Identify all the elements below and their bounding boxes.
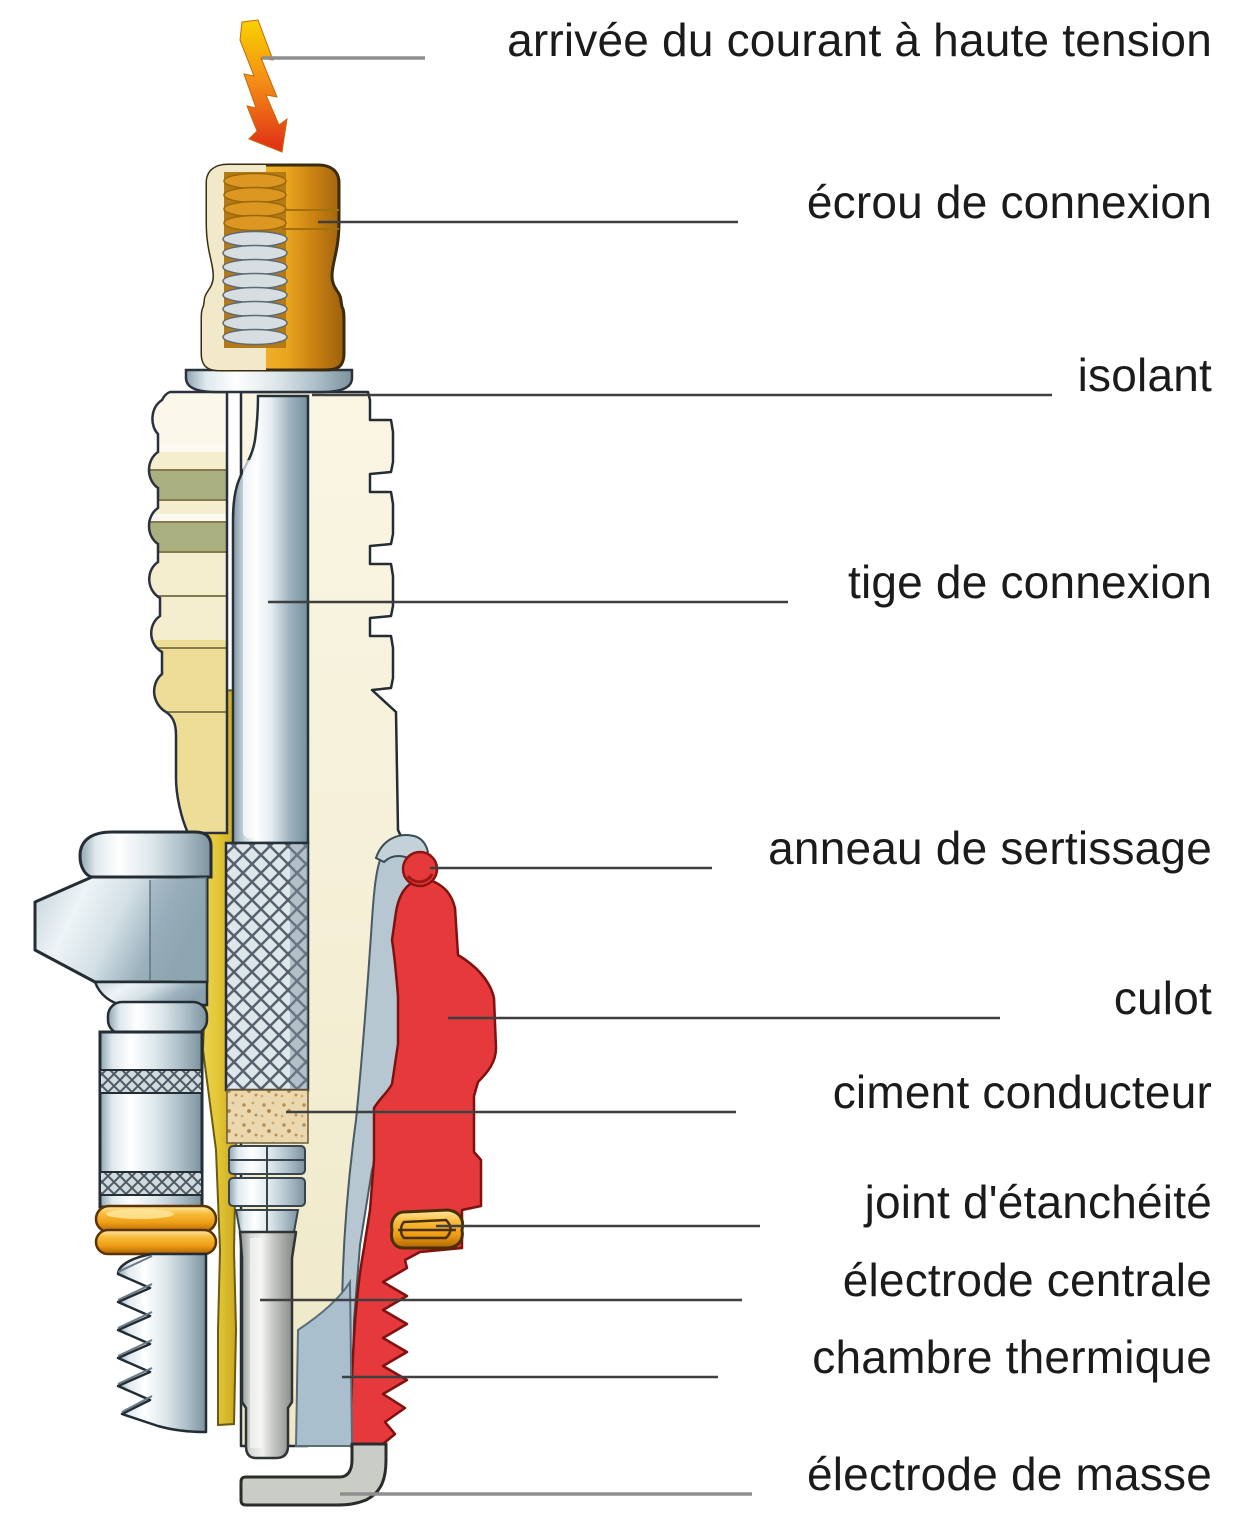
connection-rod [231, 394, 310, 845]
shell-red-cross-section [348, 850, 498, 1448]
knurled-stem [224, 841, 310, 1092]
thermal-chamber [294, 1278, 354, 1447]
shell-gasket-highlight [106, 1209, 174, 1219]
crimp-ring-shade [406, 873, 434, 884]
label-electrode-masse: électrode de masse [806, 1448, 1212, 1500]
shell-gasket-ring-lower [94, 1228, 218, 1256]
connection-rod-highlight [243, 460, 258, 838]
shell-collar [106, 1000, 209, 1036]
seal-gasket [390, 1208, 465, 1250]
label-tige: tige de connexion [847, 556, 1212, 608]
leader-lines [260, 56, 1052, 1496]
terminal-nut-threads-silver [222, 230, 288, 346]
shell-exterior [33, 830, 218, 1434]
label-electrode-centrale: électrode centrale [842, 1254, 1212, 1306]
label-isolant: isolant [1077, 349, 1212, 401]
central-electrode-body [238, 1230, 298, 1460]
insulator-ribs-exterior [147, 390, 229, 835]
label-culot: culot [1113, 972, 1212, 1024]
label-chambre: chambre thermique [812, 1331, 1212, 1383]
terminal-nut-threads-gold [223, 172, 287, 232]
central-electrode-highlight [250, 1238, 262, 1448]
seal-blocks [228, 1145, 306, 1233]
lightning-bolt-icon [239, 19, 288, 153]
label-haute-tension: arrivée du courant à haute tension [507, 14, 1212, 66]
terminal-nut-detail-lines [282, 209, 339, 230]
shell-hex-facet-shade [150, 877, 207, 982]
shell-threads [116, 1252, 208, 1434]
terminal-washer [184, 368, 354, 394]
central-electrode [238, 1230, 298, 1460]
label-ecrou: écrou de connexion [806, 176, 1212, 228]
shell-thread-ridge-lines [117, 1255, 153, 1413]
label-joint: joint d'étanchéité [864, 1176, 1212, 1228]
label-ciment: ciment conducteur [832, 1066, 1212, 1118]
label-anneau: anneau de sertissage [768, 822, 1212, 874]
seal-gasket-fold [398, 1218, 456, 1240]
knurled-stem-shade [290, 844, 308, 1089]
conductive-cement [226, 1089, 309, 1144]
shell-knurl-band-upper [99, 1069, 203, 1094]
terminal-nut [200, 163, 346, 372]
center-stem-assembly [224, 841, 310, 1233]
shell-top-flange [78, 830, 213, 879]
shell-knurl-band-lower [99, 1171, 203, 1196]
shell-red-body [348, 878, 498, 1448]
